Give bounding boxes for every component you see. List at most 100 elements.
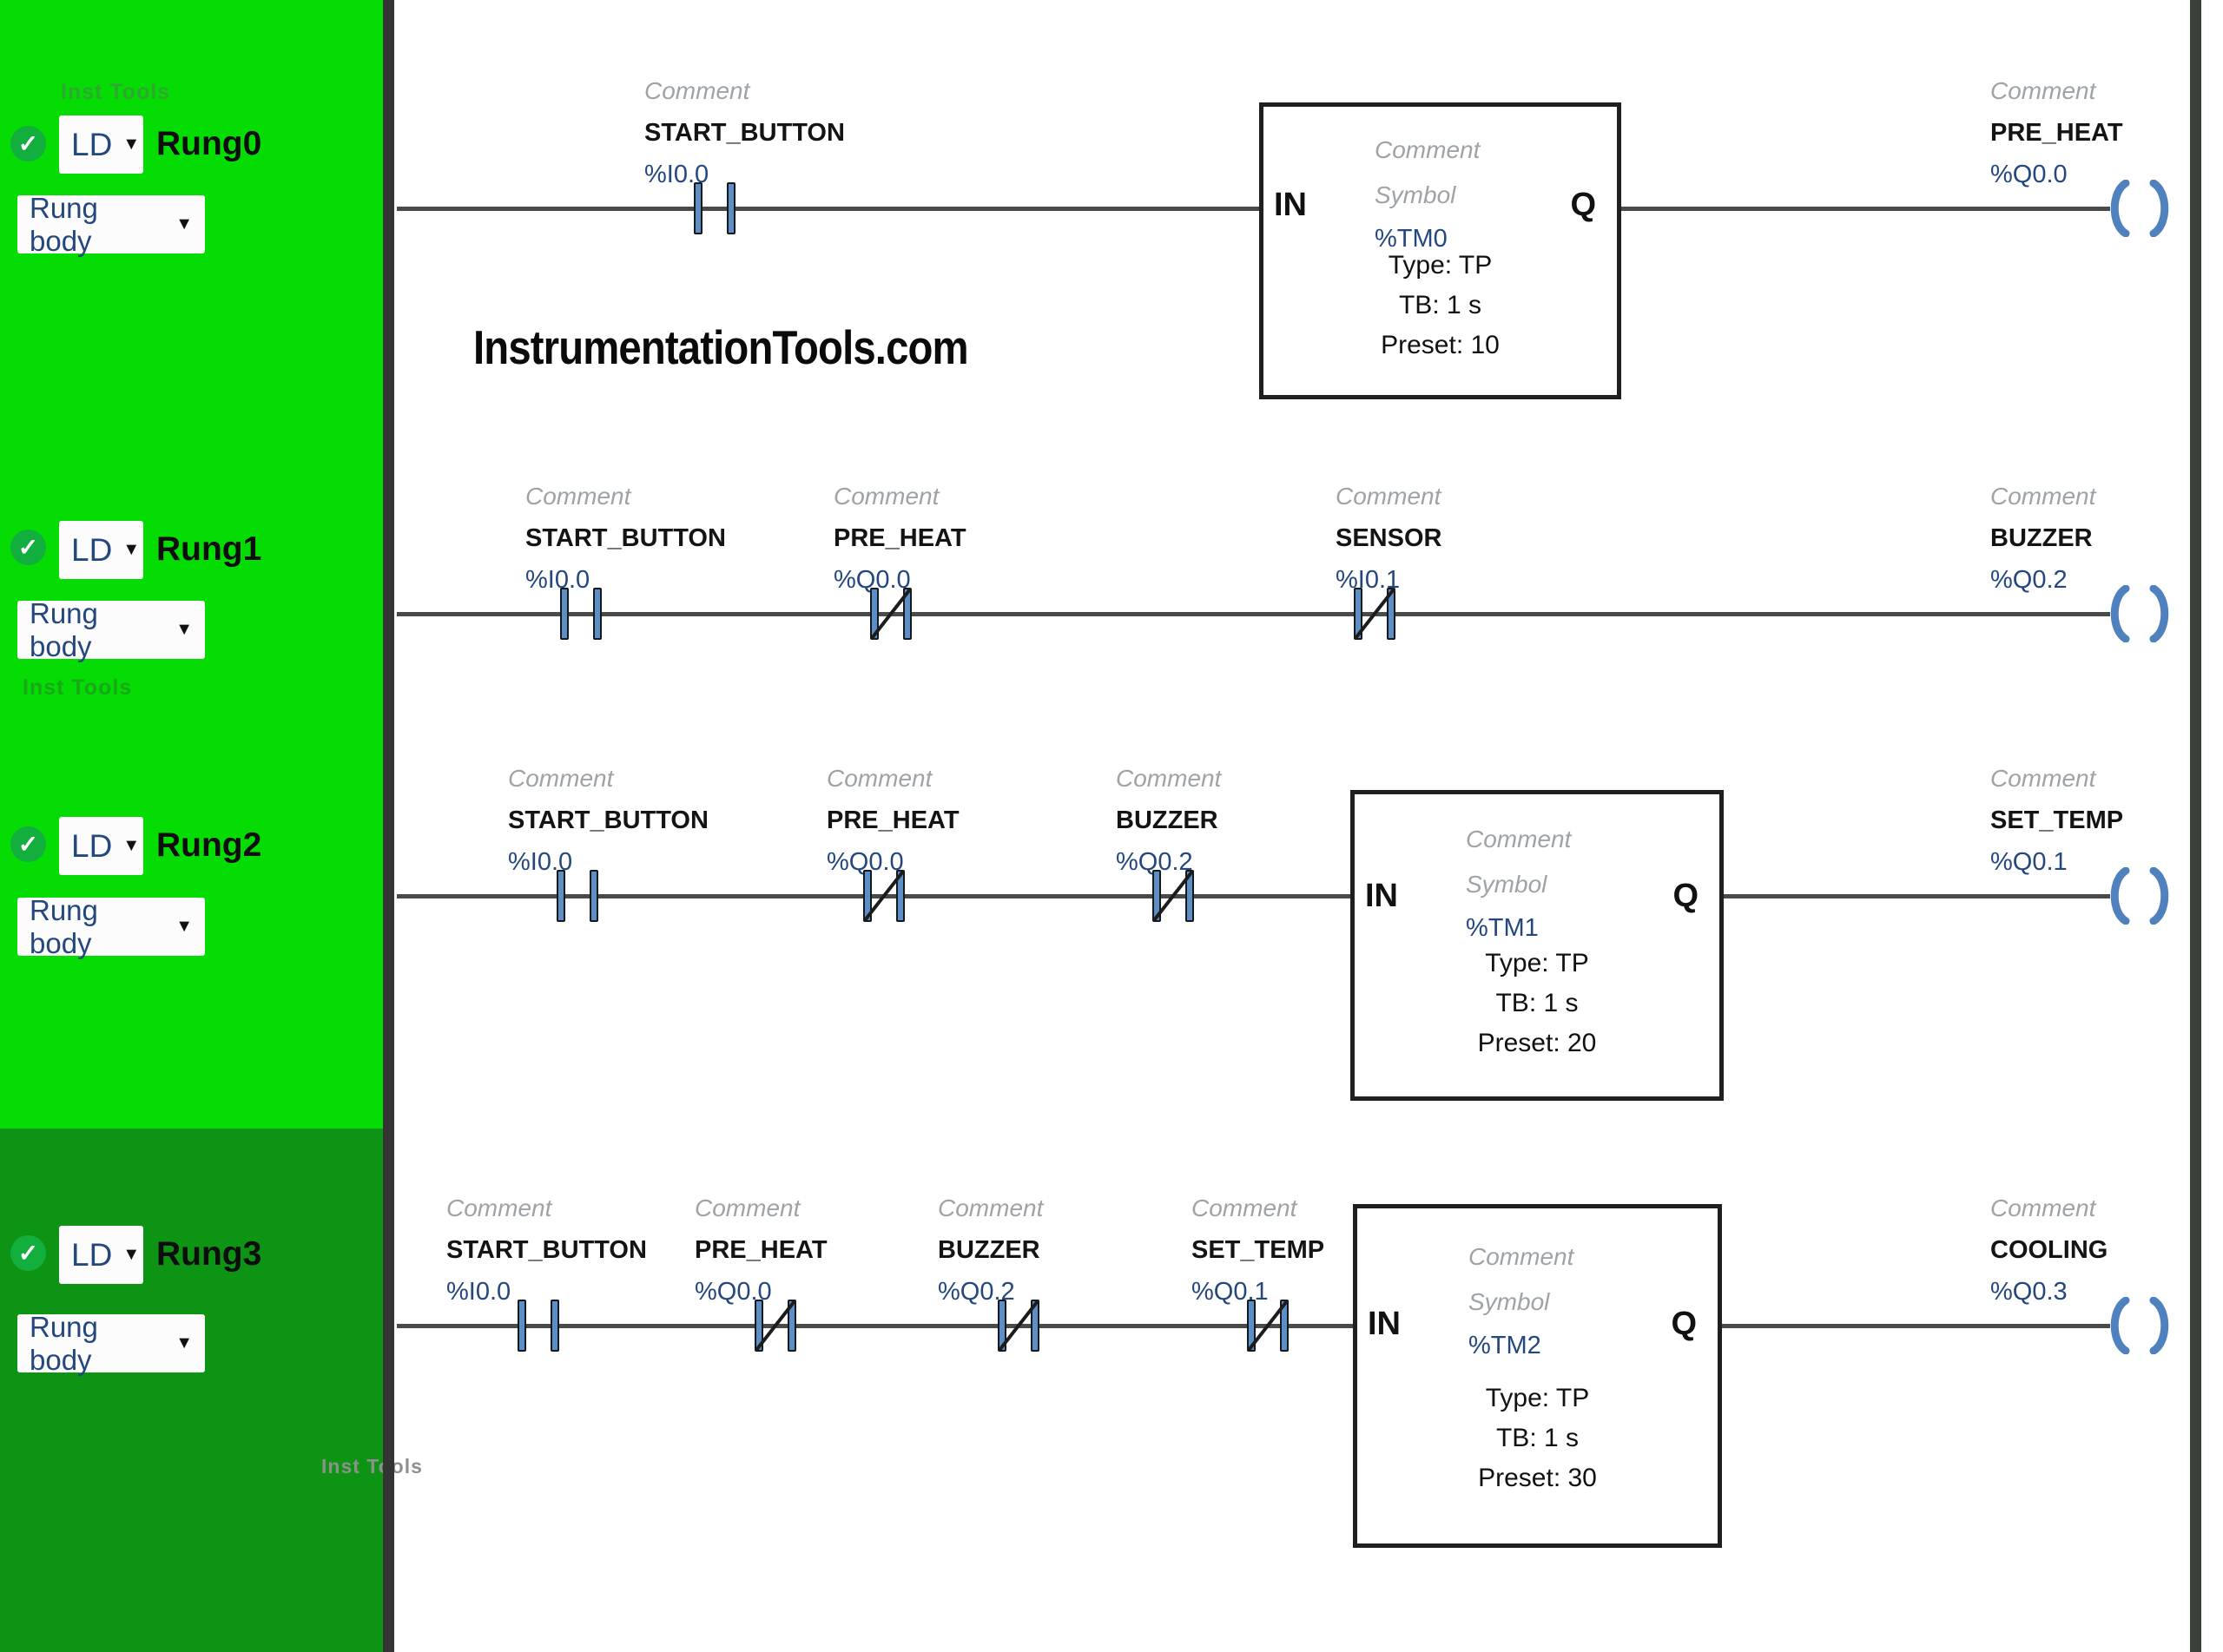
- rung1-body-value: Rung body: [30, 596, 98, 662]
- coil-labels: Comment SET_TEMP %Q0.1: [1990, 764, 2223, 877]
- contact-bar: [870, 588, 879, 640]
- nc-contact-pre-heat[interactable]: [749, 1300, 801, 1352]
- timer-preset: Preset: 10: [1381, 331, 1500, 359]
- coil-tagname: PRE_HEAT: [1990, 119, 2123, 147]
- rung2-wire: [1724, 894, 2110, 898]
- timer-address: %TM1: [1466, 914, 1539, 942]
- left-power-rail: [383, 0, 394, 1652]
- nc-contact-pre-heat[interactable]: [858, 870, 910, 922]
- rung1-body-dropdown[interactable]: Rung body ▼: [17, 597, 205, 662]
- rung1-enable-check-icon[interactable]: ✓: [10, 530, 46, 565]
- rung3-language-dropdown[interactable]: LD ▼: [59, 1226, 143, 1284]
- contact-comment: Comment: [938, 1195, 1044, 1221]
- coil-cooling[interactable]: [2100, 1297, 2180, 1354]
- contact-comment: Comment: [446, 1195, 552, 1221]
- contact-bar: [557, 870, 565, 922]
- contact-bar: [560, 588, 569, 640]
- contact-comment: Comment: [644, 77, 750, 104]
- coil-address: %Q0.1: [1990, 848, 2068, 876]
- coil-address: %Q0.3: [1990, 1278, 2068, 1306]
- contact-address: %Q0.2: [938, 1278, 1015, 1306]
- timer-type: Type: TP: [1485, 1384, 1590, 1412]
- contact-tagname: START_BUTTON: [525, 524, 726, 552]
- timer-preset: Preset: 20: [1477, 1029, 1597, 1057]
- coil-set-temp[interactable]: [2100, 867, 2180, 925]
- rung1-language-dropdown[interactable]: LD ▼: [59, 521, 143, 579]
- contact-comment: Comment: [1191, 1195, 1297, 1221]
- timer-block-tm1[interactable]: IN Q Comment Symbol %TM1 Type: TP TB: 1 …: [1350, 790, 1724, 1101]
- coil-comment: Comment: [1990, 77, 2096, 104]
- contact-tagname: SET_TEMP: [1191, 1236, 1325, 1264]
- nc-contact-set-temp[interactable]: [1242, 1300, 1294, 1352]
- contact-bar: [1152, 870, 1161, 922]
- rung3-body-dropdown[interactable]: Rung body ▼: [17, 1311, 205, 1376]
- timer-block-tm2[interactable]: IN Q Comment Symbol %TM2 Type: TP TB: 1 …: [1353, 1204, 1722, 1548]
- nc-contact-buzzer[interactable]: [993, 1300, 1045, 1352]
- contact-address: %I0.0: [525, 566, 590, 594]
- chevron-down-icon: ▼: [175, 620, 193, 639]
- timer-symbol: Symbol: [1468, 1288, 1550, 1315]
- rung0-enable-check-icon[interactable]: ✓: [10, 126, 46, 161]
- timer-params: Type: TP TB: 1 s Preset: 30: [1357, 1379, 1718, 1498]
- contact-tagname: SENSOR: [1336, 524, 1442, 552]
- timer-preset: Preset: 30: [1478, 1464, 1597, 1492]
- chevron-down-icon: ▼: [122, 540, 141, 559]
- nc-contact-buzzer[interactable]: [1147, 870, 1199, 922]
- watermark-inst-tools: Inst Tools: [321, 1455, 423, 1478]
- rung0-body-dropdown[interactable]: Rung body ▼: [17, 192, 205, 257]
- contact-labels: Comment START_BUTTON %I0.0: [508, 764, 795, 877]
- contact-comment: Comment: [1116, 765, 1222, 792]
- timer-comment: Comment: [1375, 136, 1481, 163]
- coil-labels: Comment PRE_HEAT %Q0.0: [1990, 76, 2223, 189]
- timer-in-pin: IN: [1368, 1306, 1401, 1342]
- contact-labels: Comment START_BUTTON %I0.0: [446, 1194, 733, 1306]
- coil-buzzer[interactable]: [2100, 585, 2180, 642]
- coil-tagname: BUZZER: [1990, 524, 2093, 552]
- rung3-enable-check-icon[interactable]: ✓: [10, 1235, 46, 1271]
- no-contact-start-button[interactable]: [551, 870, 604, 922]
- contact-bar: [863, 870, 872, 922]
- rung0-language-dropdown[interactable]: LD ▼: [59, 115, 143, 174]
- coil-pre-heat[interactable]: [2100, 180, 2180, 237]
- contact-comment: Comment: [508, 765, 614, 792]
- rung3-name-label: Rung3: [156, 1235, 262, 1273]
- rung2-wire: [397, 894, 1350, 898]
- chevron-down-icon: ▼: [122, 836, 141, 855]
- nc-contact-pre-heat[interactable]: [865, 588, 917, 640]
- rung3-language-value: LD: [71, 1236, 113, 1273]
- rung2-body-dropdown[interactable]: Rung body ▼: [17, 894, 205, 959]
- timer-params: Type: TP TB: 1 s Preset: 20: [1355, 944, 1719, 1063]
- contact-bar: [551, 1300, 559, 1352]
- timer-symbol: Symbol: [1375, 181, 1456, 208]
- nc-contact-sensor[interactable]: [1349, 588, 1401, 640]
- chevron-down-icon: ▼: [122, 135, 141, 154]
- contact-tagname: BUZZER: [938, 1236, 1040, 1264]
- contact-tagname: START_BUTTON: [508, 806, 709, 834]
- no-contact-start-button[interactable]: [555, 588, 607, 640]
- timer-symbol: Symbol: [1466, 871, 1547, 898]
- no-contact-start-button[interactable]: [689, 182, 741, 234]
- contact-bar: [1354, 588, 1362, 640]
- chevron-down-icon: ▼: [175, 214, 193, 234]
- rung1-wire: [397, 612, 2110, 616]
- coil-comment: Comment: [1990, 483, 2096, 510]
- timer-params: Type: TP TB: 1 s Preset: 10: [1263, 246, 1617, 365]
- watermark-inst-tools: Inst Tools: [23, 675, 133, 700]
- watermark-inst-tools: Inst Tools: [61, 80, 171, 104]
- timer-address: %TM2: [1468, 1332, 1541, 1359]
- coil-comment: Comment: [1990, 765, 2096, 792]
- contact-comment: Comment: [695, 1195, 801, 1221]
- rung2-language-dropdown[interactable]: LD ▼: [59, 817, 143, 875]
- rung1-language-value: LD: [71, 531, 113, 568]
- no-contact-start-button[interactable]: [512, 1300, 564, 1352]
- timer-address: %TM0: [1375, 225, 1448, 253]
- timer-block-tm0[interactable]: IN Q Comment Symbol %TM0 Type: TP TB: 1 …: [1259, 102, 1621, 399]
- coil-labels: Comment BUZZER %Q0.2: [1990, 482, 2223, 595]
- contact-tagname: BUZZER: [1116, 806, 1218, 834]
- contact-tagname: PRE_HEAT: [695, 1236, 828, 1264]
- rung2-name-label: Rung2: [156, 826, 262, 864]
- contact-bar: [590, 870, 598, 922]
- rung2-enable-check-icon[interactable]: ✓: [10, 826, 46, 862]
- chevron-down-icon: ▼: [175, 1333, 193, 1353]
